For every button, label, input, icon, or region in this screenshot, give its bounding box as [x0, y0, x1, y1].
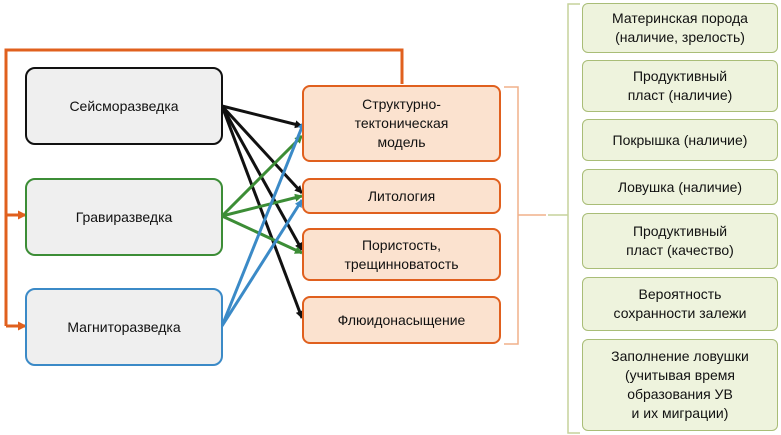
result-preservation: Вероятность сохранности залежи — [582, 277, 778, 331]
arrow-seismic-structural — [221, 104, 303, 129]
result-reservoir-presence: Продуктивный пласт (наличие) — [582, 60, 778, 112]
model-fluid: Флюидонасыщение — [302, 296, 501, 344]
arrow-magnetic-structural — [220, 121, 306, 327]
model-structural: Структурно- тектоническая модель — [302, 85, 501, 162]
results-bracket — [548, 3, 580, 434]
result-trap: Ловушка (наличие) — [582, 169, 778, 205]
method-gravity: Гравиразведка — [25, 178, 223, 256]
arrow-seismic-fluid — [220, 105, 304, 319]
feedback-loop-line — [4, 48, 404, 326]
model-porosity: Пористость, трещинноватость — [302, 228, 501, 281]
arrow-gravity-lithology — [221, 193, 303, 218]
result-source-rock: Материнская порода (наличие, зрелость) — [582, 3, 778, 53]
result-seal: Покрышка (наличие) — [582, 119, 778, 161]
models-bracket — [504, 86, 546, 345]
model-lithology: Литология — [302, 178, 501, 214]
method-seismic: Сейсморазведка — [25, 67, 223, 145]
method-magnetic: Магниторазведка — [25, 288, 223, 366]
arrow-seismic-lithology — [220, 104, 304, 195]
result-trap-filling: Заполнение ловушки (учитывая время образ… — [582, 339, 778, 431]
arrow-magnetic-lithology — [220, 199, 304, 327]
arrow-gravity-porosity — [221, 214, 303, 255]
result-reservoir-quality: Продуктивный пласт (качество) — [582, 213, 778, 269]
arrow-gravity-structural — [220, 134, 304, 218]
